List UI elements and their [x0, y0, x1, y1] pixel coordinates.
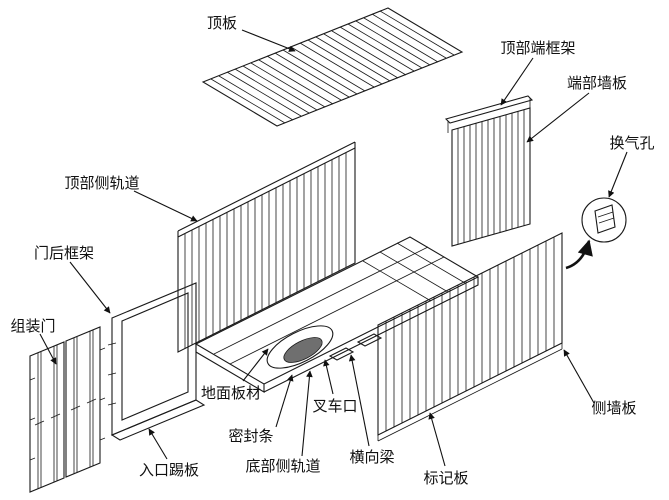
- leader-end-wall-panel: [526, 92, 590, 143]
- leader-floor-panel: [242, 348, 269, 382]
- leader-assembled-door: [39, 333, 57, 365]
- leader-top-end-frame: [500, 57, 534, 106]
- door-lock-rods: [37, 330, 94, 489]
- floor-plank-lines: [213, 246, 445, 365]
- label-door-rear-frame: 门后框架: [34, 245, 94, 262]
- door-frame-sill: [110, 399, 206, 441]
- door-hinge-ticks: [29, 347, 106, 461]
- forklift-pocket-openings: [328, 333, 383, 361]
- labels: 顶板 顶部端框架 端部墙板 换气孔 顶部侧轨道 门后框架 组装门 地面板材 叉车…: [10, 14, 654, 487]
- vent-detail-circle: [581, 197, 627, 243]
- front-wall-bottom-rail: [377, 343, 563, 442]
- vent-detail-drawing: [565, 197, 627, 270]
- label-roof-panel: 顶板: [207, 14, 237, 32]
- end-wall-panel-drawing: [451, 107, 531, 247]
- label-marking-plate: 标记板: [423, 469, 468, 487]
- label-bottom-side-rail: 底部侧轨道: [245, 458, 320, 475]
- leader-seal-strip: [275, 374, 294, 428]
- door-rear-frame-drawing: [107, 282, 206, 441]
- floor-thickness: [195, 277, 479, 393]
- door-leaf-right: [65, 326, 101, 478]
- label-end-wall-panel: 端部墙板: [567, 74, 627, 92]
- label-top-side-rail: 顶部侧轨道: [64, 175, 139, 192]
- door-handles: [34, 398, 97, 426]
- gooseneck-oval-outer: [266, 325, 334, 369]
- top-end-frame-drawing: [444, 95, 534, 133]
- top-end-frame-bar: [444, 95, 534, 124]
- end-wall-outline: [451, 107, 531, 247]
- leader-entrance-kick-plate: [148, 428, 168, 460]
- leader-lines: [39, 29, 628, 467]
- back-wall-corrugations: [184, 153, 347, 349]
- leader-forklift-pocket: [323, 359, 334, 395]
- floor-assembly-drawing: [194, 236, 480, 393]
- vent-zoom-arrow: [565, 239, 593, 270]
- roof-outline: [201, 7, 464, 127]
- door-frame-hinge-marks: [107, 342, 117, 406]
- label-forklift-pocket: 叉车口: [312, 398, 357, 415]
- leader-top-side-rail: [133, 190, 198, 222]
- leader-bottom-side-rail: [301, 370, 313, 457]
- leader-cross-beam: [348, 354, 370, 447]
- back-side-wall-drawing: [177, 141, 356, 353]
- top-side-rail-band: [177, 141, 356, 237]
- gooseneck-oval-inner: [283, 337, 323, 363]
- back-wall-outline: [177, 147, 356, 353]
- leader-vent-hole: [608, 151, 628, 198]
- leader-side-wall-panel: [563, 349, 595, 404]
- leader-marking-plate: [428, 412, 446, 467]
- roof-panel-drawing: [201, 7, 464, 127]
- label-vent-hole: 换气孔: [609, 135, 654, 152]
- label-cross-beam: 横向梁: [349, 449, 394, 466]
- front-wall-corrugations: [385, 237, 555, 431]
- front-side-wall-drawing: [377, 232, 563, 442]
- door-frame-inner: [121, 292, 189, 421]
- vent-louver-plate: [594, 204, 616, 234]
- door-frame-outer: [111, 282, 197, 436]
- label-top-end-frame: 顶部端框架: [500, 40, 575, 57]
- vent-louver-slats: [597, 211, 615, 224]
- end-wall-corrugations: [457, 110, 525, 244]
- floor-cross-members: [362, 242, 466, 302]
- leader-door-rear-frame: [69, 261, 111, 314]
- door-leaf-left: [29, 341, 65, 493]
- roof-corrugations: [210, 10, 455, 124]
- label-seal-strip: 密封条: [228, 428, 273, 445]
- leader-roof-panel: [241, 29, 296, 52]
- assembled-door-drawing: [29, 326, 106, 493]
- label-floor-panel: 地面板材: [201, 384, 261, 402]
- label-assembled-door: 组装门: [10, 318, 55, 335]
- label-entrance-kick-plate: 入口踢板: [139, 461, 199, 479]
- front-wall-outline: [377, 232, 563, 436]
- label-side-wall-panel: 侧墙板: [591, 399, 636, 417]
